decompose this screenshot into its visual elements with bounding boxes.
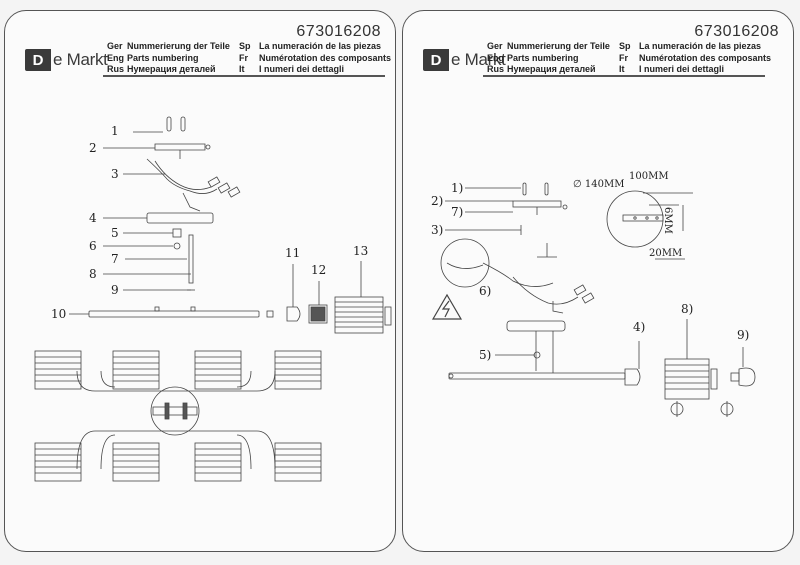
- lang-text: I numeri dei dettagli: [639, 64, 725, 74]
- lang-text: Nummerierung der Teile: [127, 41, 230, 51]
- article-number: 673016208: [694, 23, 779, 40]
- logo-text: e Markt: [53, 50, 108, 69]
- header-divider: [103, 75, 385, 77]
- lang-text: Parts numbering: [127, 52, 199, 63]
- part-number: 8): [681, 302, 694, 316]
- header-row: Ger Nummerierung der Teile Sp La numerac…: [107, 41, 391, 53]
- part-number: 6: [89, 239, 97, 253]
- article-number: 673016208: [296, 23, 381, 40]
- lang-text: Нумерация деталей: [507, 64, 596, 74]
- part-number: 7: [111, 252, 119, 266]
- part-number: 10: [51, 307, 67, 321]
- header-row: Eng Parts numbering Fr Numérotation des …: [487, 53, 771, 65]
- header-row: Rus Нумерация деталей It I numeri dei de…: [487, 64, 771, 76]
- part-number: 9: [111, 283, 119, 297]
- part-number: 13: [353, 244, 369, 258]
- lang-code: It: [239, 64, 245, 74]
- header-row: Rus Нумерация деталей It I numeri dei de…: [107, 64, 391, 76]
- language-header: Ger Nummerierung der Teile Sp La numerac…: [107, 41, 391, 76]
- part-number: 3: [111, 167, 119, 181]
- instruction-sheet-left: 673016208 D e Markt Ger Nummerierung der…: [4, 10, 396, 552]
- part-number: 7): [451, 205, 464, 219]
- exploded-parts-drawing: [34, 116, 392, 482]
- lang-text: Numérotation des composants: [259, 52, 392, 63]
- part-number: 5: [111, 226, 119, 240]
- logo-mark: D: [25, 49, 51, 71]
- lang-code: Sp: [619, 41, 631, 51]
- lang-code: Rus: [487, 64, 505, 74]
- header-row: Eng Parts numbering Fr Numérotation des …: [107, 53, 391, 65]
- lang-code: Fr: [239, 52, 248, 63]
- lang-code: Fr: [619, 52, 628, 63]
- lang-text: Nummerierung der Teile: [507, 41, 610, 51]
- language-header: Ger Nummerierung der Teile Sp La numerac…: [487, 41, 771, 76]
- logo-mark: D: [423, 49, 449, 71]
- part-number: 1): [451, 181, 464, 195]
- lang-text: La numeración de las piezas: [259, 41, 382, 51]
- part-number: 6): [479, 284, 492, 298]
- dimension-height: 20MM: [649, 248, 683, 259]
- lang-code: Eng: [107, 52, 124, 63]
- lang-text: Numérotation des composants: [639, 52, 772, 63]
- dimension-diameter: ∅ 140MM: [573, 179, 625, 190]
- part-number: 4): [633, 320, 646, 334]
- lang-code: Ger: [487, 41, 503, 51]
- lang-text: La numeración de las piezas: [639, 41, 762, 51]
- part-number: 1: [111, 124, 119, 138]
- lang-code: Ger: [107, 41, 123, 51]
- part-number: 11: [285, 246, 301, 260]
- brand-logo: D e Markt: [423, 49, 506, 71]
- part-number: 12: [311, 263, 327, 277]
- lang-code: Rus: [107, 64, 125, 74]
- dimension-width: 100MM: [629, 171, 669, 182]
- part-number: 9): [737, 328, 750, 342]
- brand-logo: D e Markt: [25, 49, 108, 71]
- instruction-sheet-right: 673016208 D e Markt Ger Nummerierung der…: [402, 10, 794, 552]
- part-number: 2): [431, 194, 444, 208]
- lang-text: Parts numbering: [507, 52, 579, 63]
- part-number: 8: [89, 267, 97, 281]
- part-number: 3): [431, 223, 444, 237]
- header-divider: [483, 75, 765, 77]
- lang-code: Sp: [239, 41, 251, 51]
- header-row: Ger Nummerierung der Teile Sp La numerac…: [487, 41, 771, 53]
- lang-code: It: [619, 64, 625, 74]
- assembly-drawing: [431, 182, 756, 417]
- lang-code: Eng: [487, 52, 504, 63]
- part-number: 2: [89, 141, 97, 155]
- logo-text: e Markt: [451, 50, 506, 69]
- lang-text: Нумерация деталей: [127, 64, 216, 74]
- part-number: 4: [89, 211, 97, 225]
- dimension-depth: 6MM: [662, 207, 673, 234]
- lang-text: I numeri dei dettagli: [259, 64, 345, 74]
- part-number: 5): [479, 348, 492, 362]
